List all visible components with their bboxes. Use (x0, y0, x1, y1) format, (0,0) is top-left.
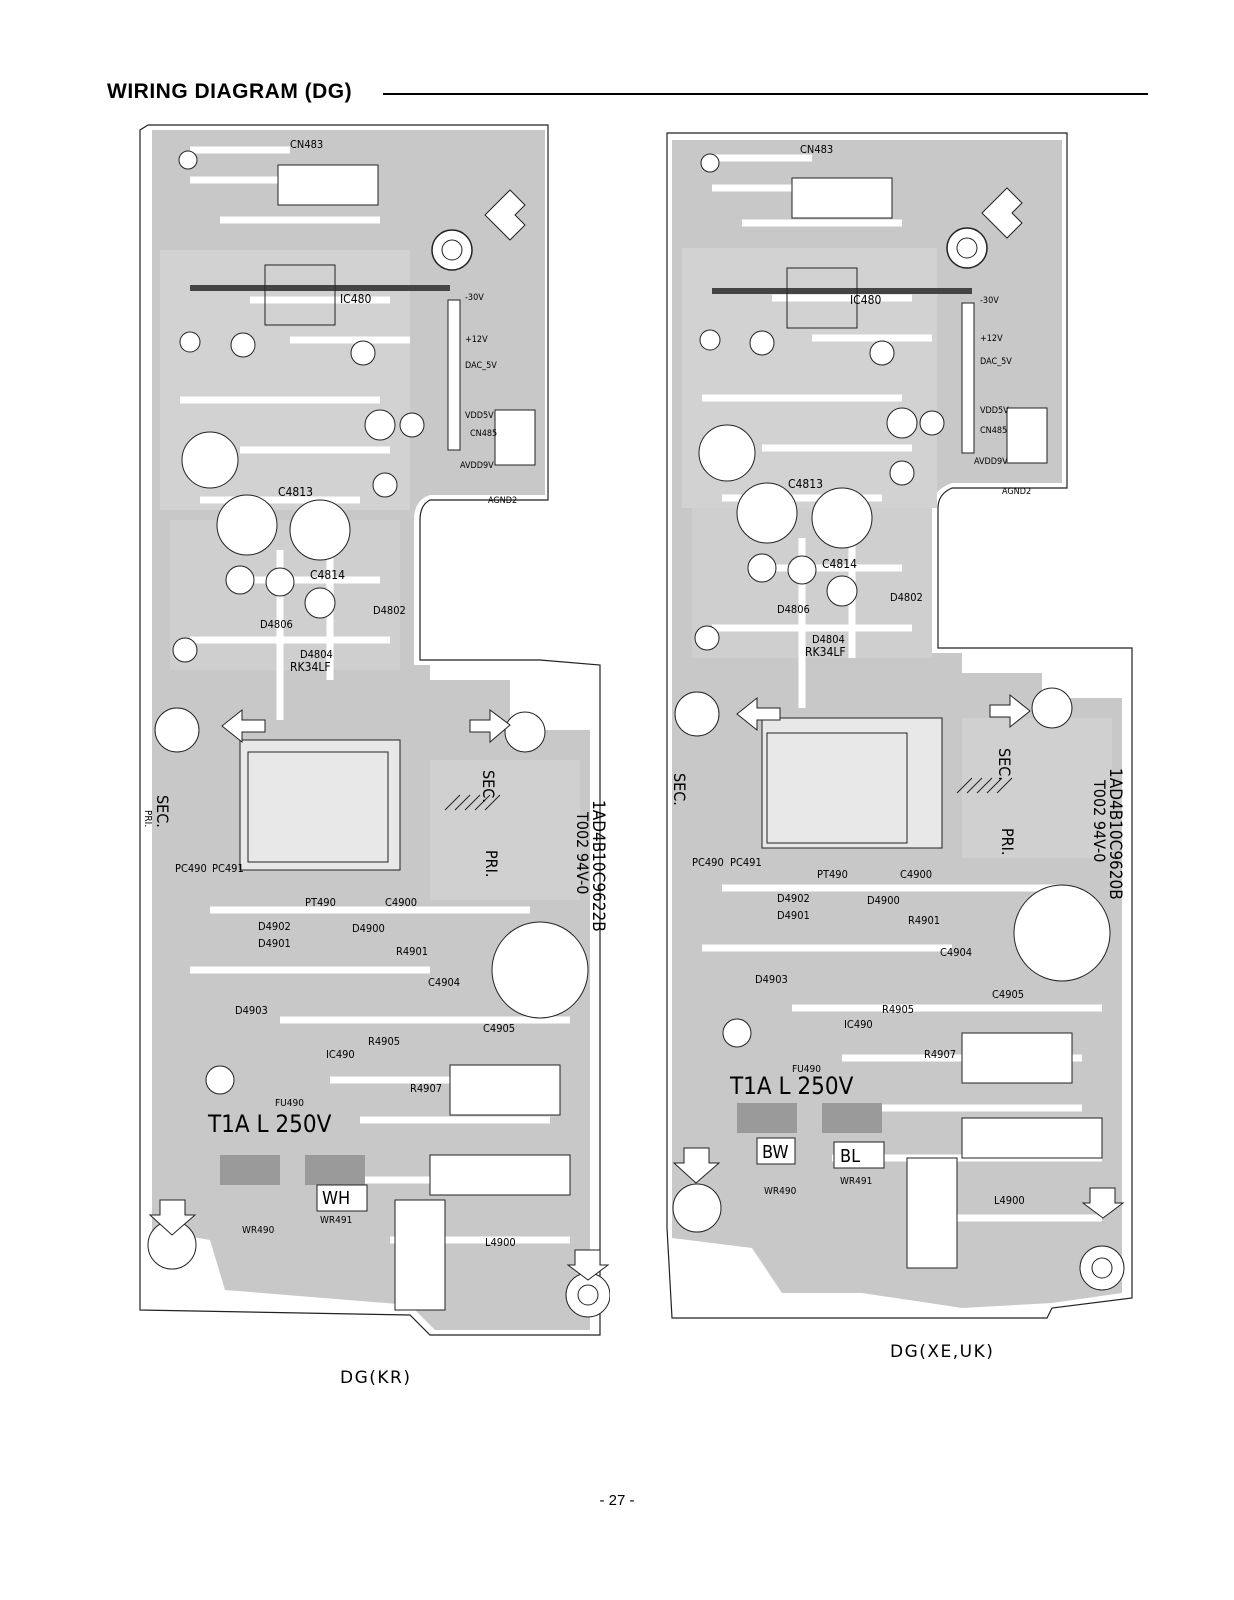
board-code-1: 1AD4B10C9622B (588, 800, 608, 932)
pin-vdd5v: VDD5V (980, 406, 1009, 416)
pin-12v: +12V (465, 335, 488, 345)
d4903-label: D4903 (235, 1004, 268, 1017)
board-code-2: T002 94V-0 (1090, 779, 1109, 862)
d4802-label: D4802 (890, 591, 923, 604)
c4813-label: C4813 (278, 485, 313, 499)
pri-label: PRI. (998, 828, 1017, 856)
pc491-label: PC491 (730, 856, 762, 869)
fu490-label: FU490 (275, 1098, 304, 1109)
ic490-label: IC490 (844, 1018, 873, 1031)
d4900-label: D4900 (867, 894, 900, 907)
marker-bw: BW (762, 1142, 788, 1163)
r4905-label: R4905 (882, 1003, 914, 1016)
pri-label-left: PRI. (142, 810, 153, 827)
c4814-label: C4814 (822, 557, 857, 571)
pri-label: PRI. (482, 850, 501, 878)
c4905-label: C4905 (483, 1022, 515, 1035)
d4900-label: D4900 (352, 922, 385, 935)
c4900-label: C4900 (900, 868, 932, 881)
caption-kr: DG(KR) (340, 1368, 412, 1388)
cn485-label: CN485 (980, 426, 1007, 436)
c4900-label: C4900 (385, 896, 417, 909)
pin-30v: -30V (465, 293, 484, 303)
pin-agnd2: AGND2 (488, 496, 517, 506)
ic480-label: IC480 (850, 293, 881, 307)
d4901-label: D4901 (777, 909, 810, 922)
l4900-label: L4900 (994, 1194, 1025, 1207)
rk34lf-label: RK34LF (290, 660, 331, 674)
title-rule (383, 93, 1148, 95)
ic480-label: IC480 (340, 292, 371, 306)
caption-xeuk: DG(XE,UK) (890, 1342, 995, 1362)
fuse-rating: T1A L 250V (207, 1110, 332, 1138)
pt490-label: PT490 (305, 896, 336, 909)
sec-label-left: SEC. (153, 795, 172, 828)
d4902-label: D4902 (258, 920, 291, 933)
pc490-label: PC490 (692, 856, 724, 869)
r4901-label: R4901 (908, 914, 940, 927)
d4804-label: D4804 (300, 648, 333, 661)
c4814-label: C4814 (310, 568, 345, 582)
pin-vdd5v: VDD5V (465, 411, 494, 421)
d4802-label: D4802 (373, 604, 406, 617)
d4903-label: D4903 (755, 973, 788, 986)
c4905-label: C4905 (992, 988, 1024, 1001)
board-kr: CN483 IC480 C4813 C4814 D4806 D4802 D480… (130, 120, 610, 1350)
wr491-label: WR491 (320, 1215, 352, 1226)
pin-dac5v: DAC_5V (980, 357, 1012, 367)
c4813-label: C4813 (788, 477, 823, 491)
d4902-label: D4902 (777, 892, 810, 905)
wr491-label: WR491 (840, 1176, 872, 1187)
pc490-label: PC490 (175, 862, 207, 875)
d4806-label: D4806 (260, 618, 293, 631)
r4907-label: R4907 (410, 1082, 442, 1095)
l4900-label: L4900 (485, 1236, 516, 1249)
wr490-label: WR490 (242, 1225, 275, 1236)
marker-wh: WH (322, 1188, 350, 1209)
page-title: WIRING DIAGRAM (DG) (107, 80, 353, 103)
wr490-label: WR490 (764, 1186, 797, 1197)
sec-label-left: SEC. (670, 773, 689, 806)
pin-agnd2: AGND2 (1002, 487, 1031, 497)
cn485-label: CN485 (470, 429, 497, 439)
sec-label: SEC. (479, 770, 498, 803)
board-xeuk-drawing: CN483 IC480 C4813 C4814 D4806 D4802 D480… (666, 132, 1133, 1319)
c4904-label: C4904 (428, 976, 460, 989)
fuse-rating: T1A L 250V (729, 1072, 854, 1100)
c4904-label: C4904 (940, 946, 972, 959)
board-kr-drawing: CN483 IC480 C4813 C4814 D4806 D4802 D480… (139, 124, 610, 1336)
d4806-label: D4806 (777, 603, 810, 616)
d4804-label: D4804 (812, 633, 845, 646)
marker-bl: BL (840, 1146, 860, 1167)
board-code-2: T002 94V-0 (573, 811, 592, 894)
ic490-label: IC490 (326, 1048, 355, 1061)
r4905-label: R4905 (368, 1035, 400, 1048)
fu490-label: FU490 (792, 1064, 821, 1075)
r4907-label: R4907 (924, 1048, 956, 1061)
sec-label: SEC. (995, 748, 1014, 781)
pc491-label: PC491 (212, 862, 244, 875)
page-number: - 27 - (599, 1492, 635, 1509)
rk34lf-label: RK34LF (805, 645, 846, 659)
cn483-label: CN483 (290, 138, 323, 151)
pin-dac5v: DAC_5V (465, 361, 497, 371)
pin-avdd9v: AVDD9V (460, 461, 494, 471)
board-code-1: 1AD4B10C9620B (1105, 768, 1125, 900)
pin-30v: -30V (980, 296, 999, 306)
pin-12v: +12V (980, 334, 1003, 344)
cn483-label: CN483 (800, 143, 833, 156)
board-xeuk: CN483 IC480 C4813 C4814 D4806 D4802 D480… (662, 128, 1142, 1328)
pin-avdd9v: AVDD9V (974, 457, 1008, 467)
d4901-label: D4901 (258, 937, 291, 950)
r4901-label: R4901 (396, 945, 428, 958)
pt490-label: PT490 (817, 868, 848, 881)
